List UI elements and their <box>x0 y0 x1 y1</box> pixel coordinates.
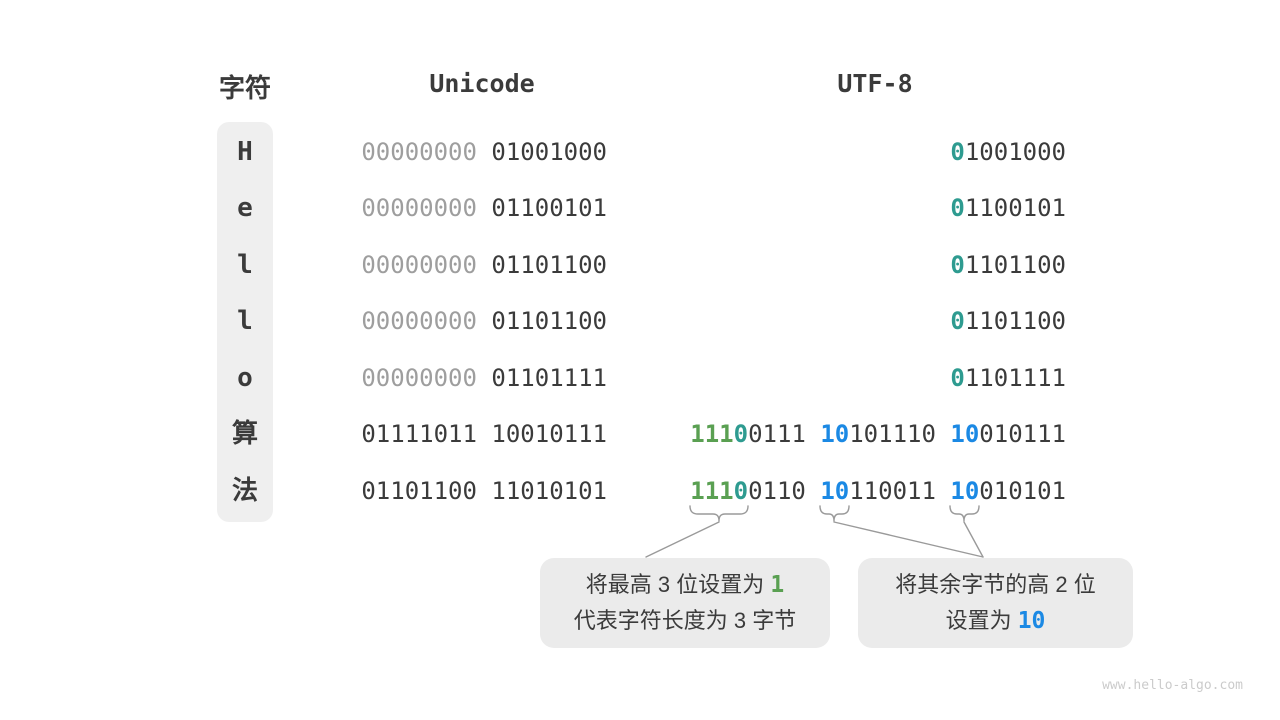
binary-segment: 0110 <box>748 476 821 505</box>
underbrace-first-byte-prefix <box>689 505 749 522</box>
binary-segment: 0 <box>950 137 965 166</box>
utf8-binary: 11100110 10110011 10010101 <box>690 476 1066 506</box>
char-label: l <box>237 249 253 280</box>
binary-segment: 10 <box>1017 608 1046 634</box>
binary-segment: 0 <box>733 420 749 448</box>
utf8-binary: 01101111 <box>950 363 1066 393</box>
binary-segment: 1101100 <box>964 250 1066 279</box>
callout-text-line: 将其余字节的高 2 位 <box>895 567 1095 603</box>
unicode-binary: 00000000 01101111 <box>361 363 607 393</box>
binary-segment: 010111 <box>979 420 1066 448</box>
callout-text-line: 代表字符长度为 3 字节 <box>574 603 796 639</box>
binary-segment: 0 <box>733 476 749 505</box>
utf8-binary: 11100111 10101110 10010111 <box>690 419 1066 449</box>
utf8-binary: 01001000 <box>950 137 1066 167</box>
unicode-binary: 00000000 01100101 <box>361 193 607 223</box>
watermark: www.hello-algo.com <box>1102 678 1243 693</box>
connector-line-first-callout <box>645 521 720 558</box>
binary-segment: 将其余字节的高 2 位 <box>895 572 1096 597</box>
underbrace-second-byte-prefix <box>819 505 850 522</box>
char-label: 法 <box>231 475 258 506</box>
callout-high-bits: 将最高 3 位设置为 1 代表字符长度为 3 字节 <box>540 558 830 648</box>
underbrace-third-byte-prefix <box>949 505 980 522</box>
binary-segment: 代表字符长度为 3 字节 <box>573 608 797 633</box>
column-header-unicode: Unicode <box>429 69 535 98</box>
binary-segment: 10 <box>950 476 980 505</box>
binary-segment: 01101100 <box>491 250 607 279</box>
binary-segment <box>477 251 491 279</box>
binary-segment: 00000000 <box>361 250 477 279</box>
unicode-binary: 00000000 01101100 <box>361 306 607 336</box>
binary-segment: 1101111 <box>964 363 1066 392</box>
binary-segment: 设置为 <box>945 608 1018 633</box>
binary-segment: 0 <box>950 250 965 279</box>
binary-segment: 01111011 10010111 <box>361 420 607 448</box>
unicode-binary: 00000000 01001000 <box>361 137 607 167</box>
unicode-binary: 01101100 11010101 <box>361 476 607 506</box>
callout-text-line: 设置为 10 <box>946 603 1046 639</box>
binary-segment: 010101 <box>979 476 1066 505</box>
character-column-background <box>217 122 273 522</box>
binary-segment: 1 <box>770 572 785 598</box>
binary-segment: 01101100 <box>491 307 607 335</box>
binary-segment: 111 <box>690 420 734 448</box>
char-label: e <box>237 193 253 223</box>
binary-segment: 01100101 <box>491 194 607 222</box>
binary-segment: 00000000 <box>361 363 477 392</box>
binary-segment: 01001000 <box>491 137 607 166</box>
unicode-binary: 01111011 10010111 <box>361 419 607 449</box>
utf8-binary: 01100101 <box>950 193 1066 223</box>
callout-text-line: 将最高 3 位设置为 1 <box>586 567 784 603</box>
binary-segment: 1101100 <box>964 307 1066 335</box>
binary-segment: 01101100 11010101 <box>361 476 607 505</box>
binary-segment: 0 <box>950 194 965 222</box>
binary-segment: 0 <box>950 363 965 392</box>
connector-line-third-byte <box>963 521 984 558</box>
binary-segment: 00000000 <box>361 137 477 166</box>
binary-segment: 00000000 <box>361 194 477 222</box>
utf8-binary: 01101100 <box>950 250 1066 280</box>
column-header-char: 字符 <box>218 73 272 103</box>
binary-segment <box>477 307 491 335</box>
binary-segment: 1001000 <box>964 137 1066 166</box>
binary-segment: 01101111 <box>491 363 607 392</box>
binary-segment: 将最高 3 位设置为 <box>585 572 771 597</box>
binary-segment <box>477 194 491 222</box>
binary-segment: 10 <box>820 420 850 448</box>
utf8-binary: 01101100 <box>950 306 1066 336</box>
char-label: l <box>237 306 253 336</box>
connector-line-second-byte <box>833 521 984 558</box>
unicode-binary: 00000000 01101100 <box>361 250 607 280</box>
column-header-utf8: UTF-8 <box>837 69 913 98</box>
binary-segment: 110011 <box>849 476 951 505</box>
binary-segment: 0 <box>950 307 965 335</box>
binary-segment: 10 <box>950 420 980 448</box>
char-label: o <box>237 362 253 393</box>
binary-segment <box>477 138 491 166</box>
binary-segment: 00000000 <box>361 307 477 335</box>
char-label: 算 <box>231 419 258 449</box>
binary-segment: 0111 <box>748 420 821 448</box>
binary-segment <box>477 364 491 392</box>
binary-segment: 10 <box>820 476 850 505</box>
binary-segment: 101110 <box>849 420 951 448</box>
callout-continuation-bits: 将其余字节的高 2 位设置为 10 <box>858 558 1133 648</box>
binary-segment: 1100101 <box>964 194 1066 222</box>
char-label: H <box>237 136 253 167</box>
binary-segment: 111 <box>690 476 734 505</box>
